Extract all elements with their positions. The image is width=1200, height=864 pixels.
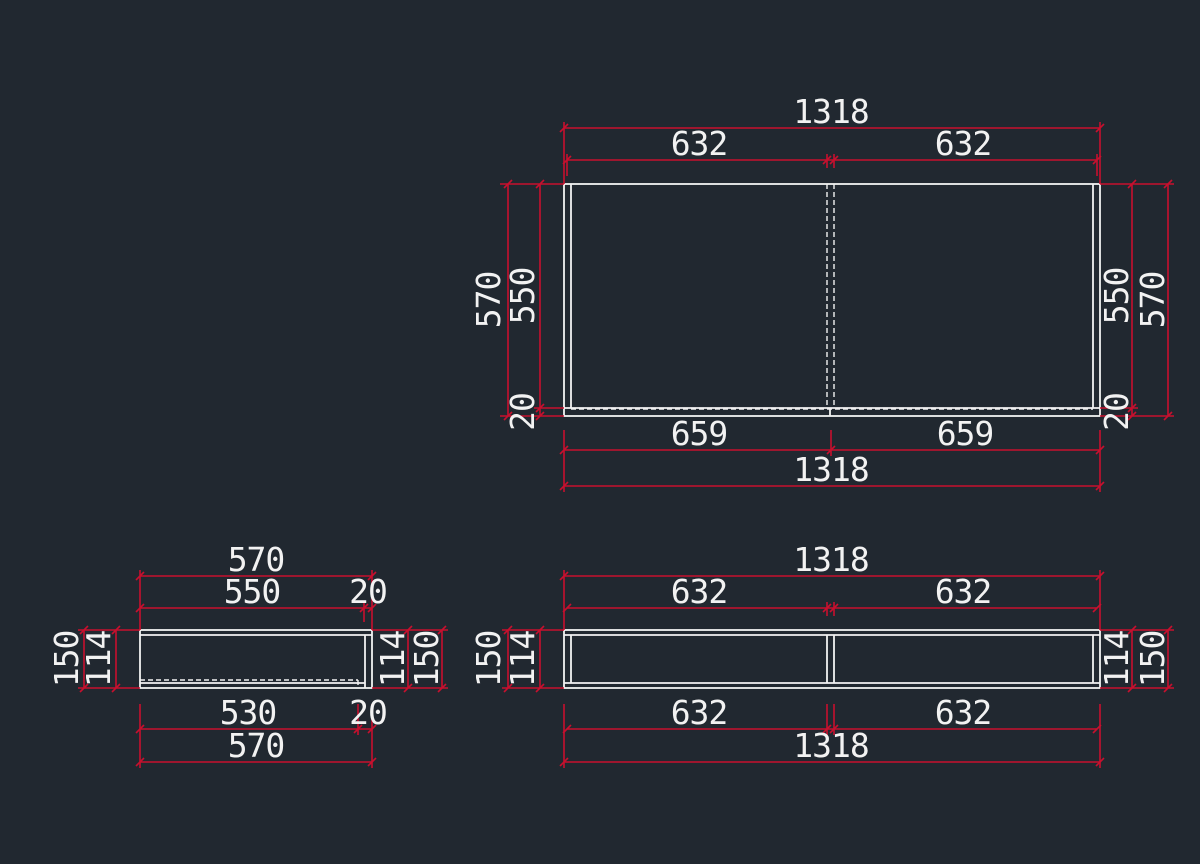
plan-right-bottom-label: 20 bbox=[1097, 393, 1136, 431]
plan-top-overall-label: 1318 bbox=[793, 92, 868, 131]
plan-bottom-dimensions: 659 659 1318 bbox=[559, 414, 1105, 492]
plan-top-dimensions: 1318 632 632 bbox=[559, 92, 1105, 184]
front-top-left-label: 632 bbox=[671, 572, 728, 611]
front-left-inner-label: 114 bbox=[503, 631, 542, 688]
side-top-right-label: 20 bbox=[349, 572, 387, 611]
plan-view: 1318 632 632 570 550 20 bbox=[469, 92, 1174, 492]
side-bottom-right-label: 20 bbox=[349, 693, 387, 732]
plan-right-inner-label: 550 bbox=[1097, 268, 1136, 325]
front-right-outer-label: 150 bbox=[1133, 631, 1172, 688]
side-top-left-label: 550 bbox=[224, 572, 281, 611]
plan-bottom-overall-label: 1318 bbox=[793, 450, 868, 489]
plan-view-outline bbox=[563, 183, 1101, 417]
plan-top-left-label: 632 bbox=[671, 124, 728, 163]
plan-top-right-label: 632 bbox=[935, 124, 992, 163]
side-bottom-left-label: 530 bbox=[220, 693, 277, 732]
front-bottom-overall-label: 1318 bbox=[793, 726, 868, 765]
front-right-dimensions: 114 150 bbox=[1097, 625, 1174, 693]
front-top-dimensions: 1318 632 632 bbox=[559, 540, 1105, 630]
side-left-outer-label: 150 bbox=[47, 631, 86, 688]
front-bottom-dimensions: 632 632 1318 bbox=[559, 693, 1105, 768]
front-bottom-right-label: 632 bbox=[935, 693, 992, 732]
front-left-outer-label: 150 bbox=[469, 631, 508, 688]
plan-left-bottom-label: 20 bbox=[503, 393, 542, 431]
front-right-inner-label: 114 bbox=[1097, 631, 1136, 688]
plan-bottom-left-label: 659 bbox=[671, 414, 728, 453]
side-view: 570 550 20 150 114 114 150 bbox=[47, 540, 448, 768]
side-right-dimensions: 114 150 bbox=[372, 625, 448, 693]
plan-right-overall-label: 570 bbox=[1133, 272, 1172, 329]
side-bottom-overall-label: 570 bbox=[228, 726, 285, 765]
side-left-inner-label: 114 bbox=[79, 631, 118, 688]
front-top-right-label: 632 bbox=[935, 572, 992, 611]
plan-bottom-right-label: 659 bbox=[937, 414, 994, 453]
plan-left-inner-label: 550 bbox=[503, 268, 542, 325]
front-view-outline bbox=[563, 629, 1101, 689]
front-bottom-left-label: 632 bbox=[671, 693, 728, 732]
side-right-outer-label: 150 bbox=[407, 631, 446, 688]
front-view: 1318 632 632 150 114 114 150 bbox=[469, 540, 1174, 768]
side-left-dimensions: 150 114 bbox=[47, 625, 140, 693]
front-left-dimensions: 150 114 bbox=[469, 625, 564, 693]
front-top-overall-label: 1318 bbox=[793, 540, 868, 579]
plan-left-dimensions: 570 550 20 bbox=[469, 179, 564, 431]
side-view-outline bbox=[139, 629, 373, 689]
plan-right-dimensions: 550 570 20 bbox=[1097, 179, 1174, 431]
side-top-dimensions: 570 550 20 bbox=[135, 540, 388, 630]
plan-left-overall-label: 570 bbox=[469, 272, 508, 329]
side-top-overall-label: 570 bbox=[228, 540, 285, 579]
side-bottom-dimensions: 530 20 570 bbox=[135, 693, 388, 768]
side-right-inner-label: 114 bbox=[373, 631, 412, 688]
